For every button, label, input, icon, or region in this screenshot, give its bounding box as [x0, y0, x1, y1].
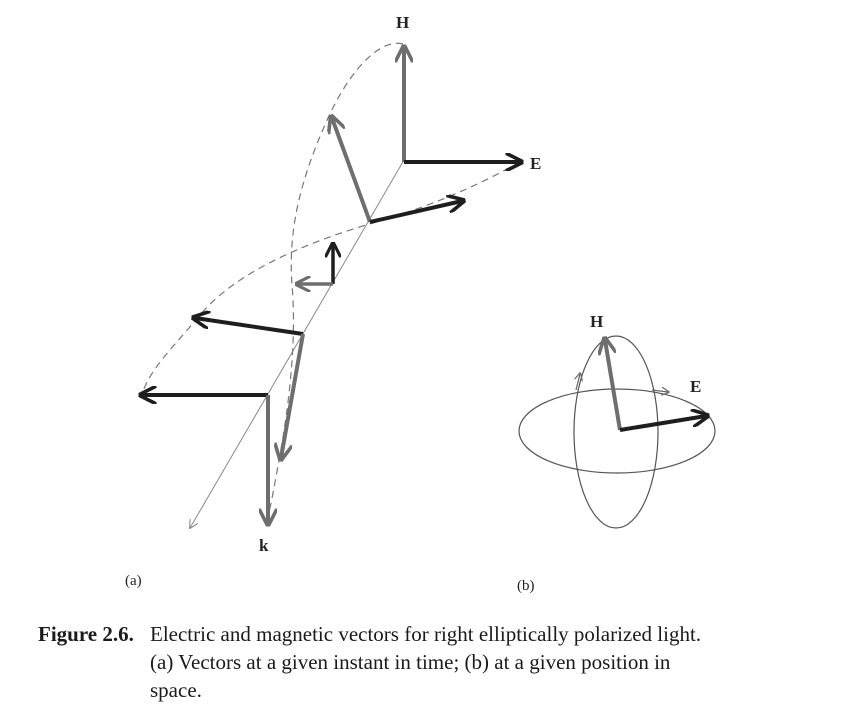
caption-line-2: (a) Vectors at a given instant in time; … [150, 650, 671, 674]
diagram-b: H E (b) [517, 312, 716, 594]
caption-line-3: space. [150, 678, 202, 702]
h-helix-curve [264, 42, 404, 526]
h-vector-a4 [281, 333, 305, 458]
label-e-b: E [690, 377, 701, 396]
h-vector-b [605, 340, 622, 431]
caption-text: Electric and magnetic vectors for right … [150, 620, 840, 704]
label-e-a: E [530, 154, 541, 173]
h-rotation-arrow [576, 374, 580, 391]
e-ellipse [518, 388, 716, 474]
sublabel-b: (b) [517, 578, 535, 594]
e-vector-a4 [195, 318, 304, 336]
label-h-a: H [396, 13, 409, 32]
e-helix-curve [141, 161, 521, 395]
label-k-a: k [259, 536, 269, 555]
sublabel-a: (a) [125, 573, 142, 589]
caption-label: Figure 2.6. [38, 622, 134, 646]
e-vector-b [619, 416, 706, 432]
diagram-a: H E k (a) [125, 13, 541, 589]
h-ellipse [573, 335, 659, 529]
polarization-figure: H E k (a) H E (b) [125, 13, 716, 594]
label-h-b: H [590, 312, 603, 331]
k-axis-line [190, 159, 405, 528]
e-vector-a2 [369, 201, 462, 224]
caption-line-1: Electric and magnetic vectors for right … [150, 622, 702, 646]
h-vector-a2 [332, 118, 372, 223]
e-rotation-arrow [651, 390, 668, 392]
